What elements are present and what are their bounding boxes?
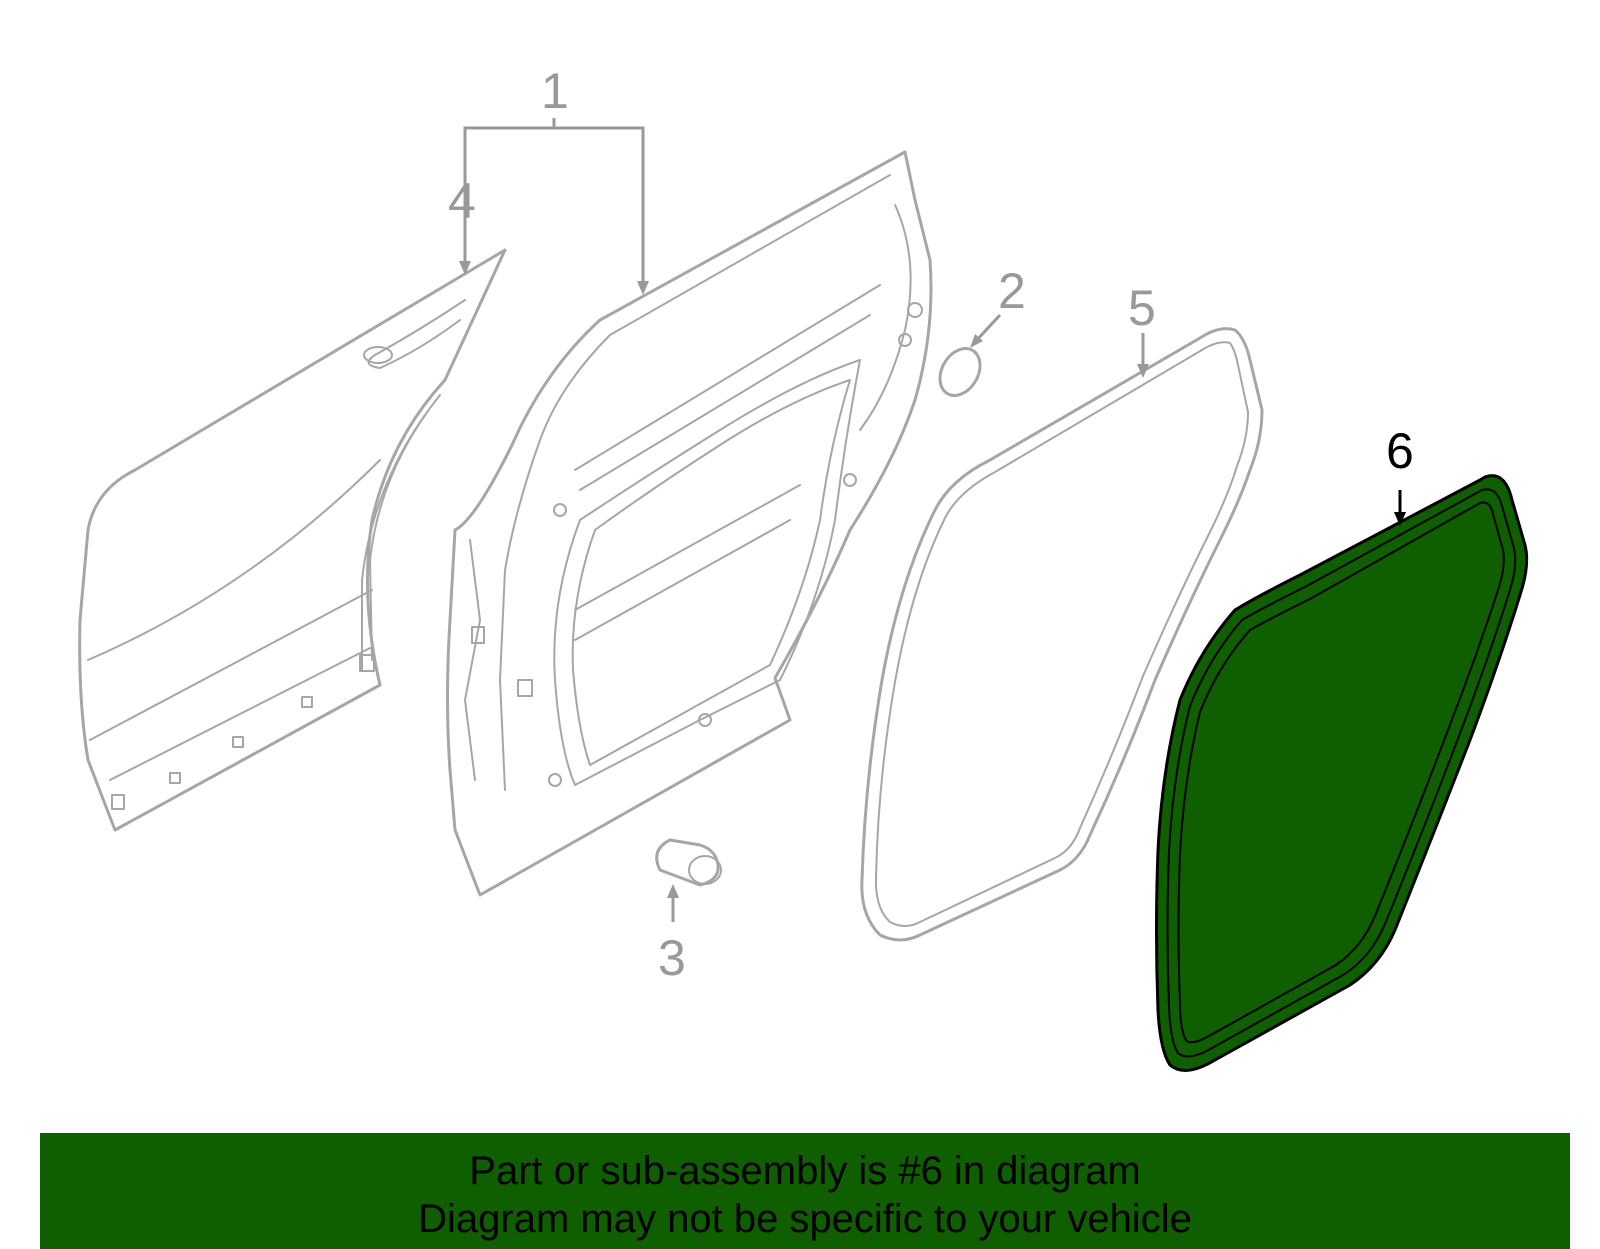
part-1-door-shell[interactable] <box>446 150 933 897</box>
callout-5: 5 <box>1128 280 1156 336</box>
callout-3: 3 <box>658 930 686 986</box>
callout-1: 1 <box>541 63 569 119</box>
callout-4: 4 <box>448 173 476 229</box>
part-5-weatherstrip[interactable] <box>860 327 1264 942</box>
parts-diagram: 1 4 2 5 3 6 <box>78 63 1529 1072</box>
info-banner: Part or sub-assembly is #6 in diagram Di… <box>40 1133 1570 1249</box>
part-2-plug[interactable] <box>932 341 988 402</box>
leader-lines <box>459 118 1406 922</box>
callout-6: 6 <box>1386 423 1414 479</box>
banner-line-2: Diagram may not be specific to your vehi… <box>418 1197 1192 1241</box>
part-3-bumper[interactable] <box>655 838 722 887</box>
banner-line-1: Part or sub-assembly is #6 in diagram <box>469 1149 1141 1193</box>
part-6-door-weatherstrip[interactable] <box>1155 474 1529 1072</box>
part-4-outer-panel[interactable] <box>78 248 507 832</box>
callout-2: 2 <box>998 263 1026 319</box>
